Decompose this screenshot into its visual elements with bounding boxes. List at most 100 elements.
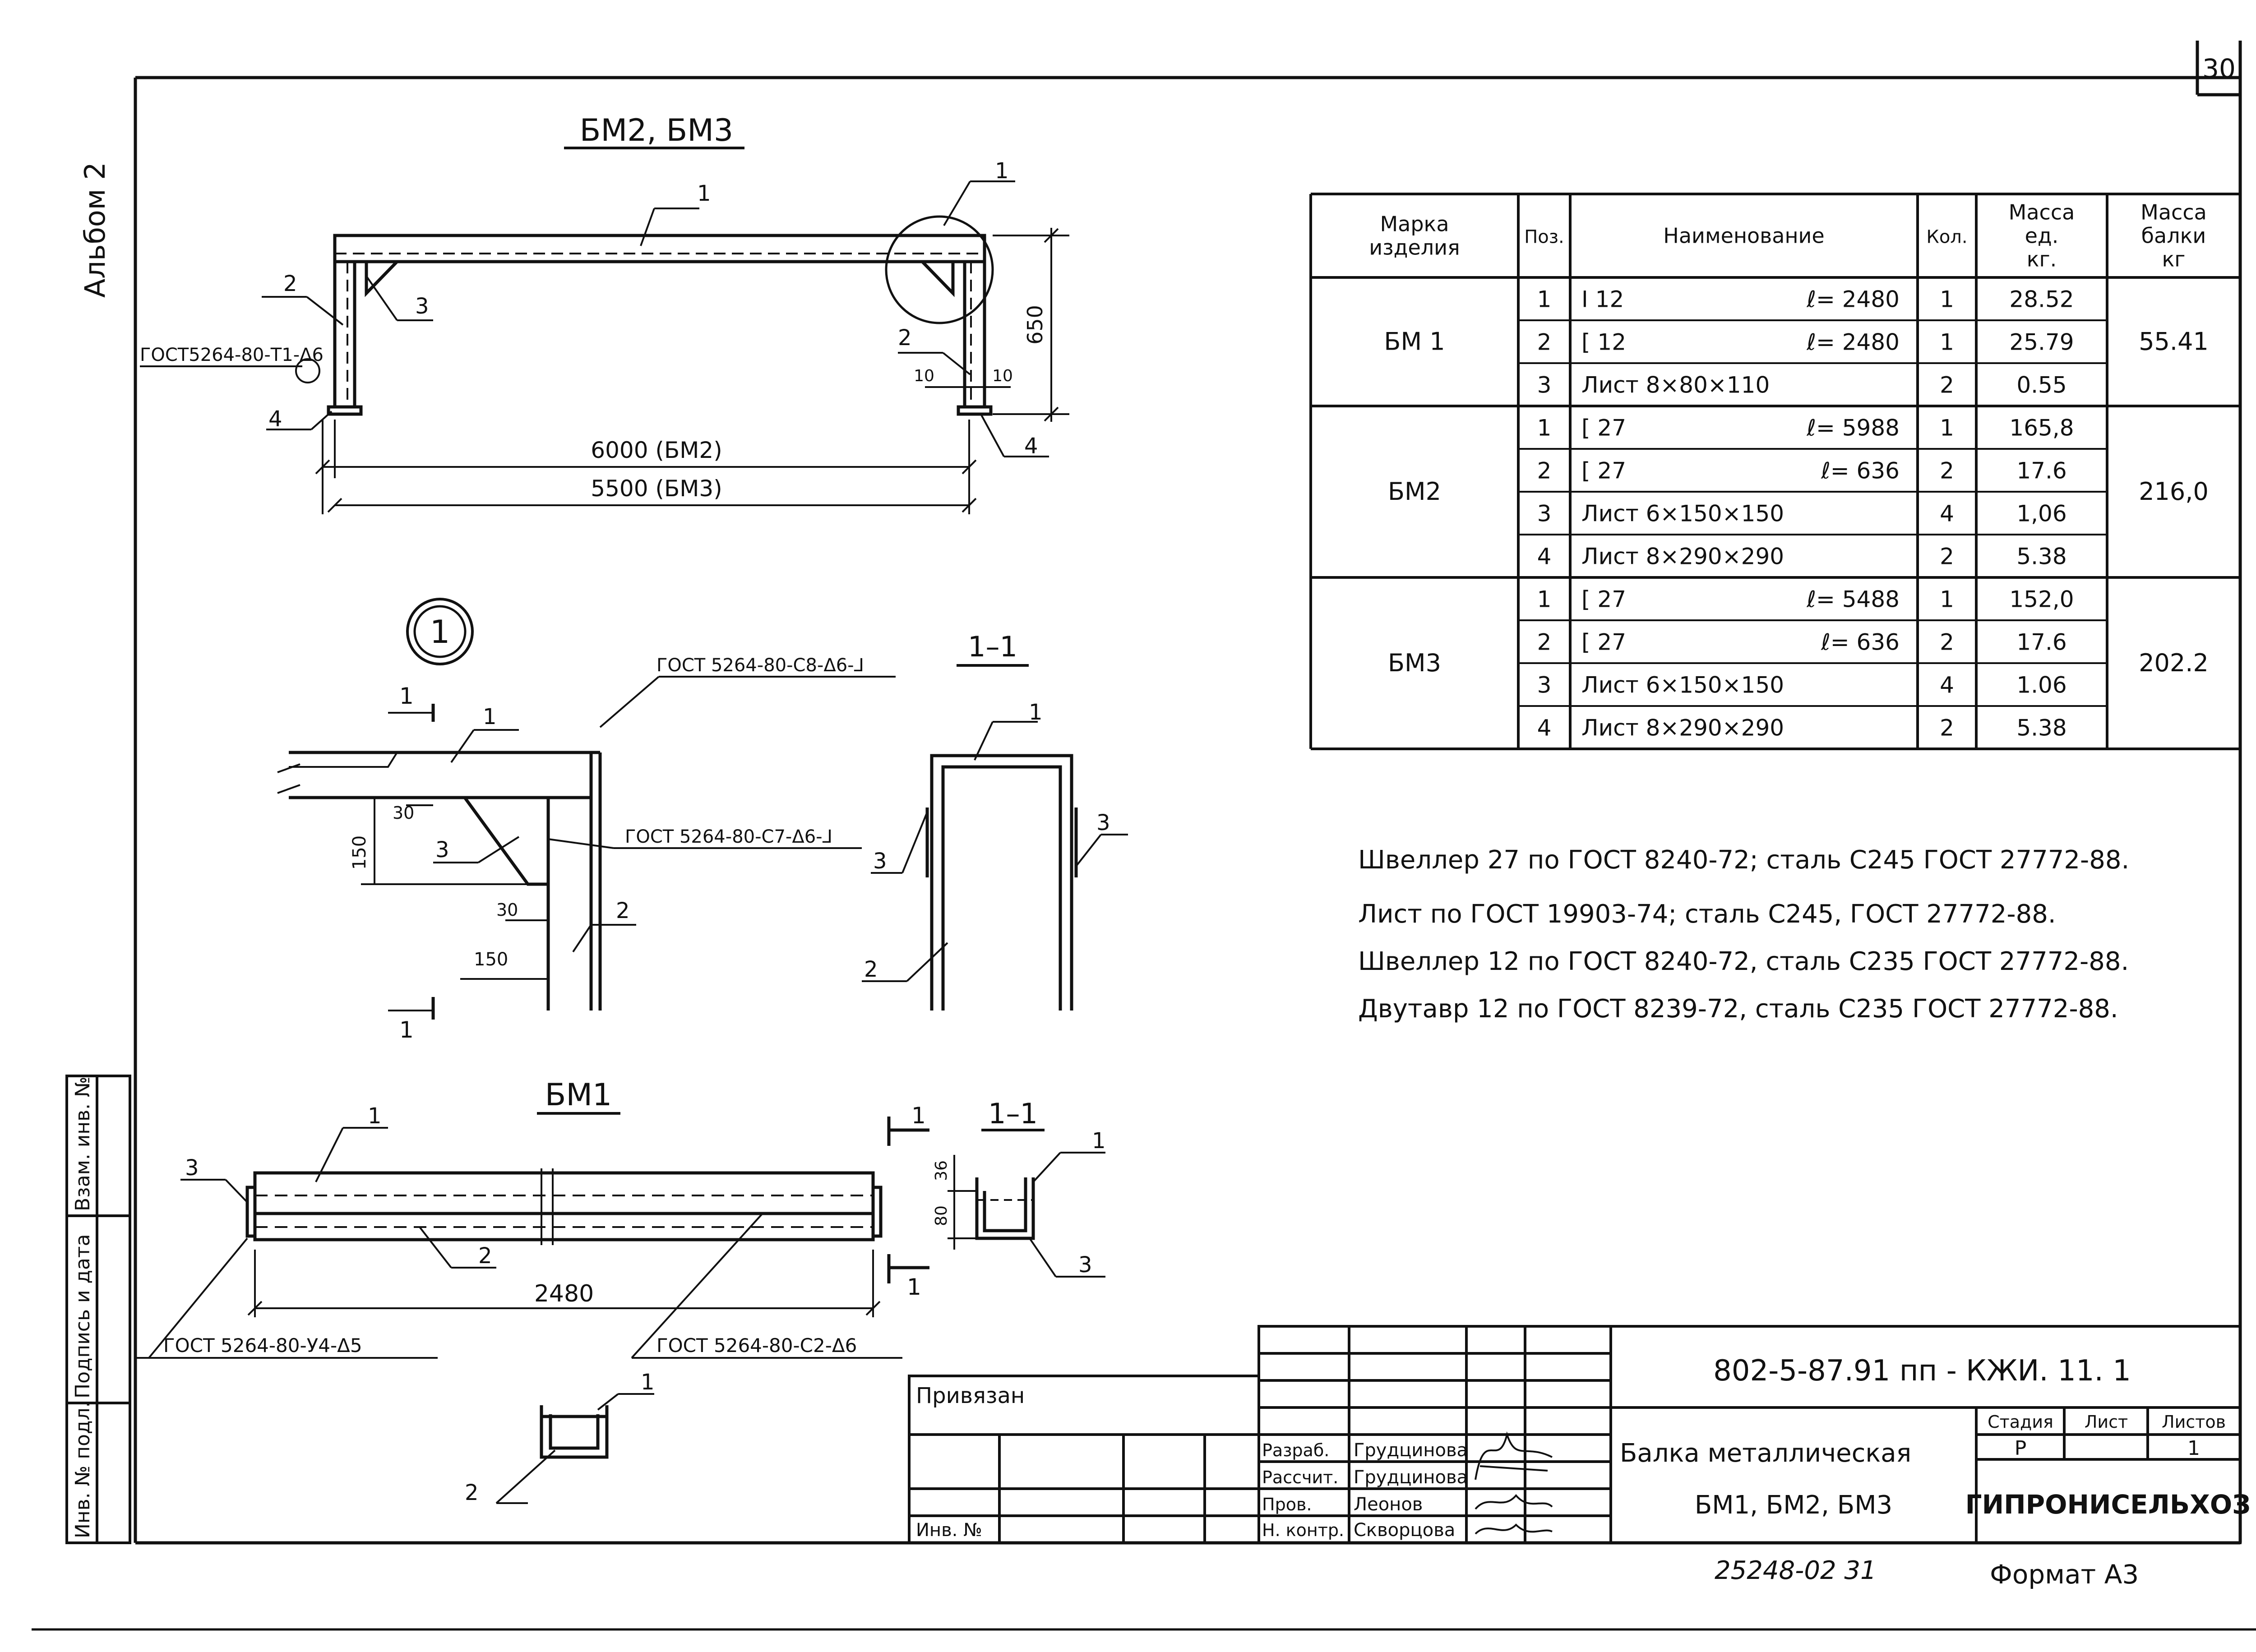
stamp-vzam: Взам. инв. №	[71, 1076, 94, 1211]
format-label: Формат А3	[1990, 1559, 2139, 1590]
bm1-section-mark-bottom: 1	[907, 1274, 921, 1300]
role-label: Пров.	[1262, 1495, 1312, 1514]
bm1-pos1: 1	[368, 1103, 382, 1129]
detail-1-view: 1	[277, 598, 896, 1043]
bm1-view: БМ1	[135, 1077, 1106, 1505]
role-label: Разраб.	[1262, 1440, 1329, 1460]
sheets-value: 1	[2187, 1437, 2200, 1460]
bm1-weld-right: ГОСТ 5264-80-С2-Δ6	[656, 1334, 857, 1357]
table-cell-pos: 1	[1537, 415, 1552, 441]
bm1-title: БМ1	[545, 1077, 612, 1113]
table-cell-pos: 3	[1537, 501, 1552, 527]
sheets-header: Листов	[2162, 1412, 2226, 1432]
detail-dim-30a: 30	[393, 803, 414, 823]
table-cell-name: Лист 8×80×110	[1581, 372, 1770, 398]
bm1-profile-pos2: 2	[465, 1480, 479, 1505]
table-cell-qty: 1	[1940, 329, 1954, 355]
table-header-cell: Поз.	[1524, 227, 1564, 248]
table-cell-name: [ 12	[1581, 329, 1626, 355]
bm23-pos1-top: 1	[697, 181, 711, 206]
table-cell-length: ℓ= 5988	[1806, 415, 1900, 441]
table-cell-name: [ 27	[1581, 629, 1626, 655]
role-label: Н. контр.	[1262, 1520, 1344, 1540]
bm23-pos3-left: 3	[415, 294, 429, 319]
bm23-pos2-right: 2	[898, 325, 912, 351]
table-cell-name: Лист 8×290×290	[1581, 544, 1784, 570]
table-header-cell: ед.	[2025, 224, 2059, 248]
bm23-pos1-right: 1	[995, 158, 1009, 184]
table-cell-qty: 2	[1940, 544, 1954, 570]
table-cell-name: I 12	[1581, 286, 1624, 313]
table-cell-mass: 165,8	[2009, 415, 2074, 441]
table-cell-name: [ 27	[1581, 458, 1626, 484]
archive-number: 25248-02 31	[1715, 1556, 1877, 1585]
table-cell-mass: 25.79	[2009, 329, 2074, 355]
table-cell-mark: БМ 1	[1384, 328, 1445, 356]
bm23-dim-10a: 10	[914, 367, 934, 385]
bm23-dim-5500: 5500 (БМ3)	[591, 475, 722, 502]
doc-title-line2: БМ1, БМ2, БМ3	[1695, 1490, 1892, 1520]
section-pos2: 2	[864, 957, 878, 982]
bm23-pos4-right: 4	[1024, 434, 1038, 459]
detail-pos2: 2	[616, 898, 630, 923]
table-cell-name: Лист 6×150×150	[1581, 501, 1784, 527]
detail-section-mark-top: 1	[399, 683, 414, 709]
note-line: Швеллер 27 по ГОСТ 8240-72; сталь С245 Г…	[1358, 845, 2129, 875]
person-name: Грудцинова	[1354, 1467, 1468, 1488]
page-number: 30	[2202, 53, 2236, 84]
bm1-dim-2480: 2480	[534, 1280, 594, 1307]
table-cell-total: 202.2	[2139, 649, 2209, 677]
table-header-cell: кг	[2162, 247, 2186, 272]
detail-pos3: 3	[435, 837, 449, 863]
note-line: Швеллер 12 по ГОСТ 8240-72, сталь С235 Г…	[1358, 947, 2129, 976]
doc-title-line1: Балка металлическая	[1620, 1439, 1911, 1468]
table-cell-name: Лист 6×150×150	[1581, 672, 1784, 698]
bm1-dim-36: 36	[932, 1160, 951, 1181]
table-cell-qty: 2	[1940, 458, 1954, 484]
person-name: Грудцинова	[1354, 1440, 1468, 1461]
table-cell-pos: 1	[1537, 586, 1552, 613]
table-cell-mass: 0.55	[2016, 372, 2066, 398]
table-cell-mass: 17.6	[2016, 629, 2066, 655]
title-block: 802-5-87.91 пп - КЖИ. 11. 1 Привязан Инв…	[908, 1325, 2251, 1590]
bm1-section-title: 1–1	[988, 1097, 1038, 1130]
table-cell-pos: 4	[1537, 715, 1552, 741]
table-cell-pos: 4	[1537, 544, 1552, 570]
table-cell-pos: 2	[1537, 458, 1552, 484]
person-name: Леонов	[1354, 1494, 1423, 1515]
table-cell-pos: 2	[1537, 629, 1552, 655]
bm23-dim-650: 650	[1023, 305, 1047, 345]
table-cell-qty: 4	[1940, 501, 1954, 527]
bm23-weld-label: ГОСТ5264-80-Т1-Δ6	[140, 345, 324, 365]
bm1-dim-80: 80	[932, 1205, 951, 1226]
section-pos1: 1	[1029, 700, 1043, 725]
table-cell-name: [ 27	[1581, 415, 1626, 441]
notes: Швеллер 27 по ГОСТ 8240-72; сталь С245 Г…	[1358, 845, 2129, 1024]
title-code: 802-5-87.91 пп - КЖИ. 11. 1	[1713, 1354, 2131, 1388]
section-1-1-view: 1–1 1 3 3 2	[862, 630, 1128, 1011]
table-header-cell: балки	[2141, 224, 2206, 248]
bm1-pos3: 3	[185, 1155, 199, 1181]
table-cell-qty: 2	[1940, 372, 1954, 398]
table-cell-mass: 1,06	[2016, 501, 2066, 527]
table-cell-qty: 1	[1940, 286, 1954, 313]
sheet-header: Лист	[2085, 1412, 2128, 1432]
table-header-cell: Наименование	[1663, 224, 1824, 248]
person-name: Скворцова	[1354, 1520, 1455, 1541]
organization-name: ГИПРОНИСЕЛЬХОЗ	[1965, 1489, 2251, 1520]
signature-scribbles	[1475, 1431, 1553, 1535]
table-cell-mass: 1.06	[2016, 672, 2066, 698]
table-cell-pos: 3	[1537, 672, 1552, 698]
bm23-pos2-left: 2	[283, 271, 297, 296]
role-label: Рассчит.	[1262, 1467, 1338, 1487]
table-cell-qty: 4	[1940, 672, 1954, 698]
bm1-profile-pos1: 1	[641, 1370, 655, 1395]
spec-table	[1309, 193, 2242, 750]
table-cell-qty: 1	[1940, 586, 1954, 613]
detail-dim-150b: 150	[474, 949, 508, 970]
table-cell-total: 55.41	[2139, 328, 2209, 356]
inv-no-label: Инв. №	[916, 1520, 982, 1541]
table-header-cell: кг.	[2027, 247, 2057, 272]
